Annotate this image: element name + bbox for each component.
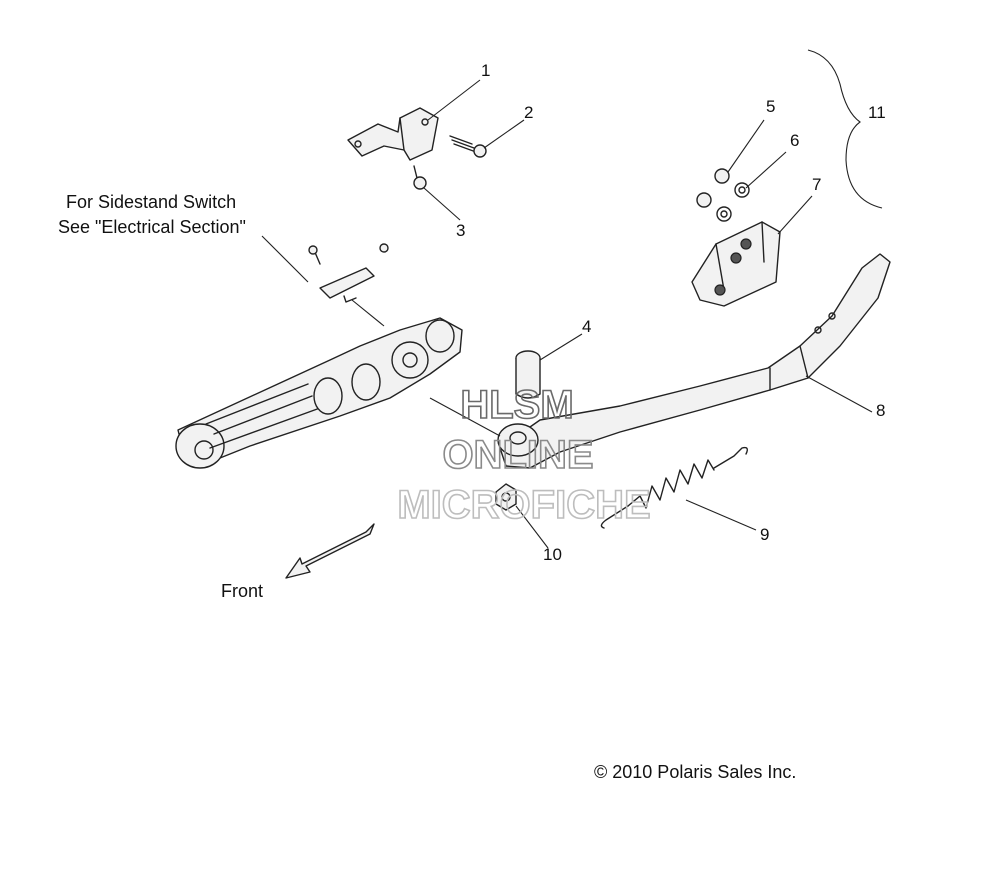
callout-7: 7: [812, 175, 821, 194]
washers-part-6: [716, 182, 750, 222]
leader-lines: [261, 79, 873, 549]
callout-6: 6: [790, 131, 799, 150]
callout-2: 2: [524, 103, 533, 122]
callout-5: 5: [766, 97, 775, 116]
callout-9: 9: [760, 525, 769, 544]
sidestand-part-8: [497, 253, 891, 469]
kit-brace: [807, 49, 883, 209]
sidestand-switch-note-line2: See "Electrical Section": [58, 217, 246, 237]
callout-4: 4: [582, 317, 591, 336]
callout-3: 3: [456, 221, 465, 240]
bolt-part-3: [413, 165, 427, 190]
callout-10: 10: [543, 545, 562, 564]
callout-8: 8: [876, 401, 885, 420]
bracket-part-1: [347, 107, 439, 161]
frame-mount: [175, 317, 463, 469]
sidestand-switch-parts: [308, 243, 389, 303]
sidestand-switch-note-line1: For Sidestand Switch: [66, 192, 236, 212]
front-arrow-icon: [285, 523, 375, 579]
spring-part-9: [600, 446, 749, 529]
bushing-part-4: [515, 350, 541, 399]
watermark-line3: MICROFICHE: [397, 483, 650, 527]
callout-1: 1: [481, 61, 490, 80]
front-label: Front: [221, 581, 263, 601]
cap-nuts-part-5: [696, 168, 730, 208]
watermark-line2: ONLINE: [442, 433, 593, 477]
callout-11: 11: [868, 103, 886, 122]
copyright-text: © 2010 Polaris Sales Inc.: [594, 762, 796, 782]
nut-part-10: [495, 483, 517, 511]
footpad-part-7: [691, 221, 781, 307]
bolt-part-2: [449, 135, 487, 158]
watermark-line1: HLSM: [460, 383, 573, 427]
